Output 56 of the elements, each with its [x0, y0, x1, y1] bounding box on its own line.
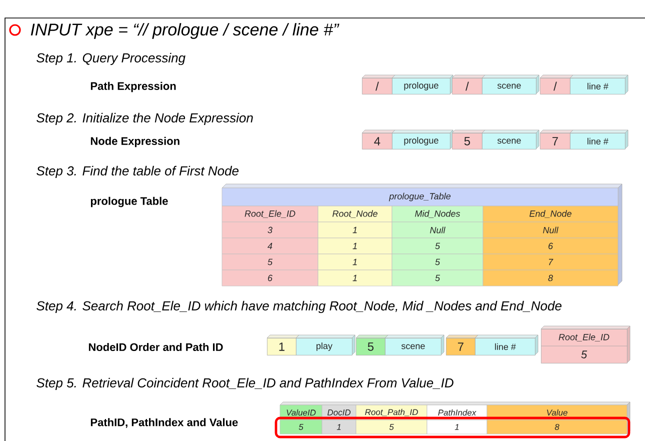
step-heading: Step 5. Retrieval Coincident Root_Ele_ID and PathIndex From Value_ID — [36, 378, 454, 390]
block: 5 — [356, 334, 388, 356]
table-header: Root_Node — [318, 206, 392, 222]
block: prologue — [392, 130, 454, 150]
table-cell: 6 — [222, 270, 318, 286]
block: 7 — [446, 334, 478, 356]
row-label: PathID, PathIndex and Value — [90, 418, 238, 428]
table-cell: 1 — [322, 420, 356, 434]
table-header: Root_Ele_ID — [222, 206, 318, 222]
block: 7 — [540, 130, 574, 150]
step-heading: Step 2. Initialize the Node Expression — [36, 112, 253, 126]
row-label: prologue Table — [90, 196, 168, 208]
step-heading: Step 3. Find the table of First Node — [36, 166, 238, 178]
table-header: End_Node — [482, 206, 618, 222]
table-cell: Null — [482, 222, 618, 238]
block: scene — [482, 74, 540, 94]
step-heading: Step 4. Search Root_Ele_ID which have matching Root_Node, Mid _Nodes and End_Node — [36, 300, 562, 314]
table-cell: 8 — [486, 420, 628, 434]
table-cell: 1 — [318, 222, 392, 238]
title: INPUT xpe = “// prologue / scene / line #” — [30, 23, 340, 39]
block: line # — [570, 130, 628, 150]
table-cell: 1 — [426, 420, 488, 434]
id-box: Root_Ele_ID 5 — [540, 326, 630, 364]
table-title: prologue_Table — [222, 188, 618, 206]
block: line # — [570, 74, 628, 94]
block: / — [540, 74, 574, 94]
table-cell: Null — [392, 222, 484, 238]
block: prologue — [392, 74, 454, 94]
block: scene — [384, 334, 444, 356]
block: / — [362, 74, 396, 94]
table-cell: 4 — [222, 238, 318, 254]
block: / — [452, 74, 486, 94]
row-label: Path Expression — [90, 82, 176, 92]
table-cell: 5 — [280, 420, 322, 434]
table-cell: 6 — [482, 238, 618, 254]
table-cell: 5 — [392, 270, 484, 286]
table-cell: 8 — [482, 270, 618, 286]
block: 1 — [266, 334, 300, 356]
block: line # — [474, 334, 538, 356]
row-label: Node Expression — [90, 136, 180, 148]
table-cell: 7 — [482, 254, 618, 270]
block: 5 — [452, 130, 486, 150]
table-cell: 3 — [222, 222, 318, 238]
table-cell: 5 — [356, 420, 428, 434]
step-heading: Step 1. Query Processing — [36, 52, 186, 66]
block: 4 — [362, 130, 396, 150]
table-header: Mid_Nodes — [392, 206, 484, 222]
table-cell: 1 — [318, 270, 392, 286]
block: play — [296, 334, 356, 356]
table-cell: 1 — [318, 238, 392, 254]
table-cell: 5 — [392, 254, 484, 270]
row-label: NodeID Order and Path ID — [88, 342, 223, 352]
table-cell: 1 — [318, 254, 392, 270]
table-cell: 5 — [222, 254, 318, 270]
block: scene — [482, 130, 540, 150]
table-cell: 5 — [392, 238, 484, 254]
